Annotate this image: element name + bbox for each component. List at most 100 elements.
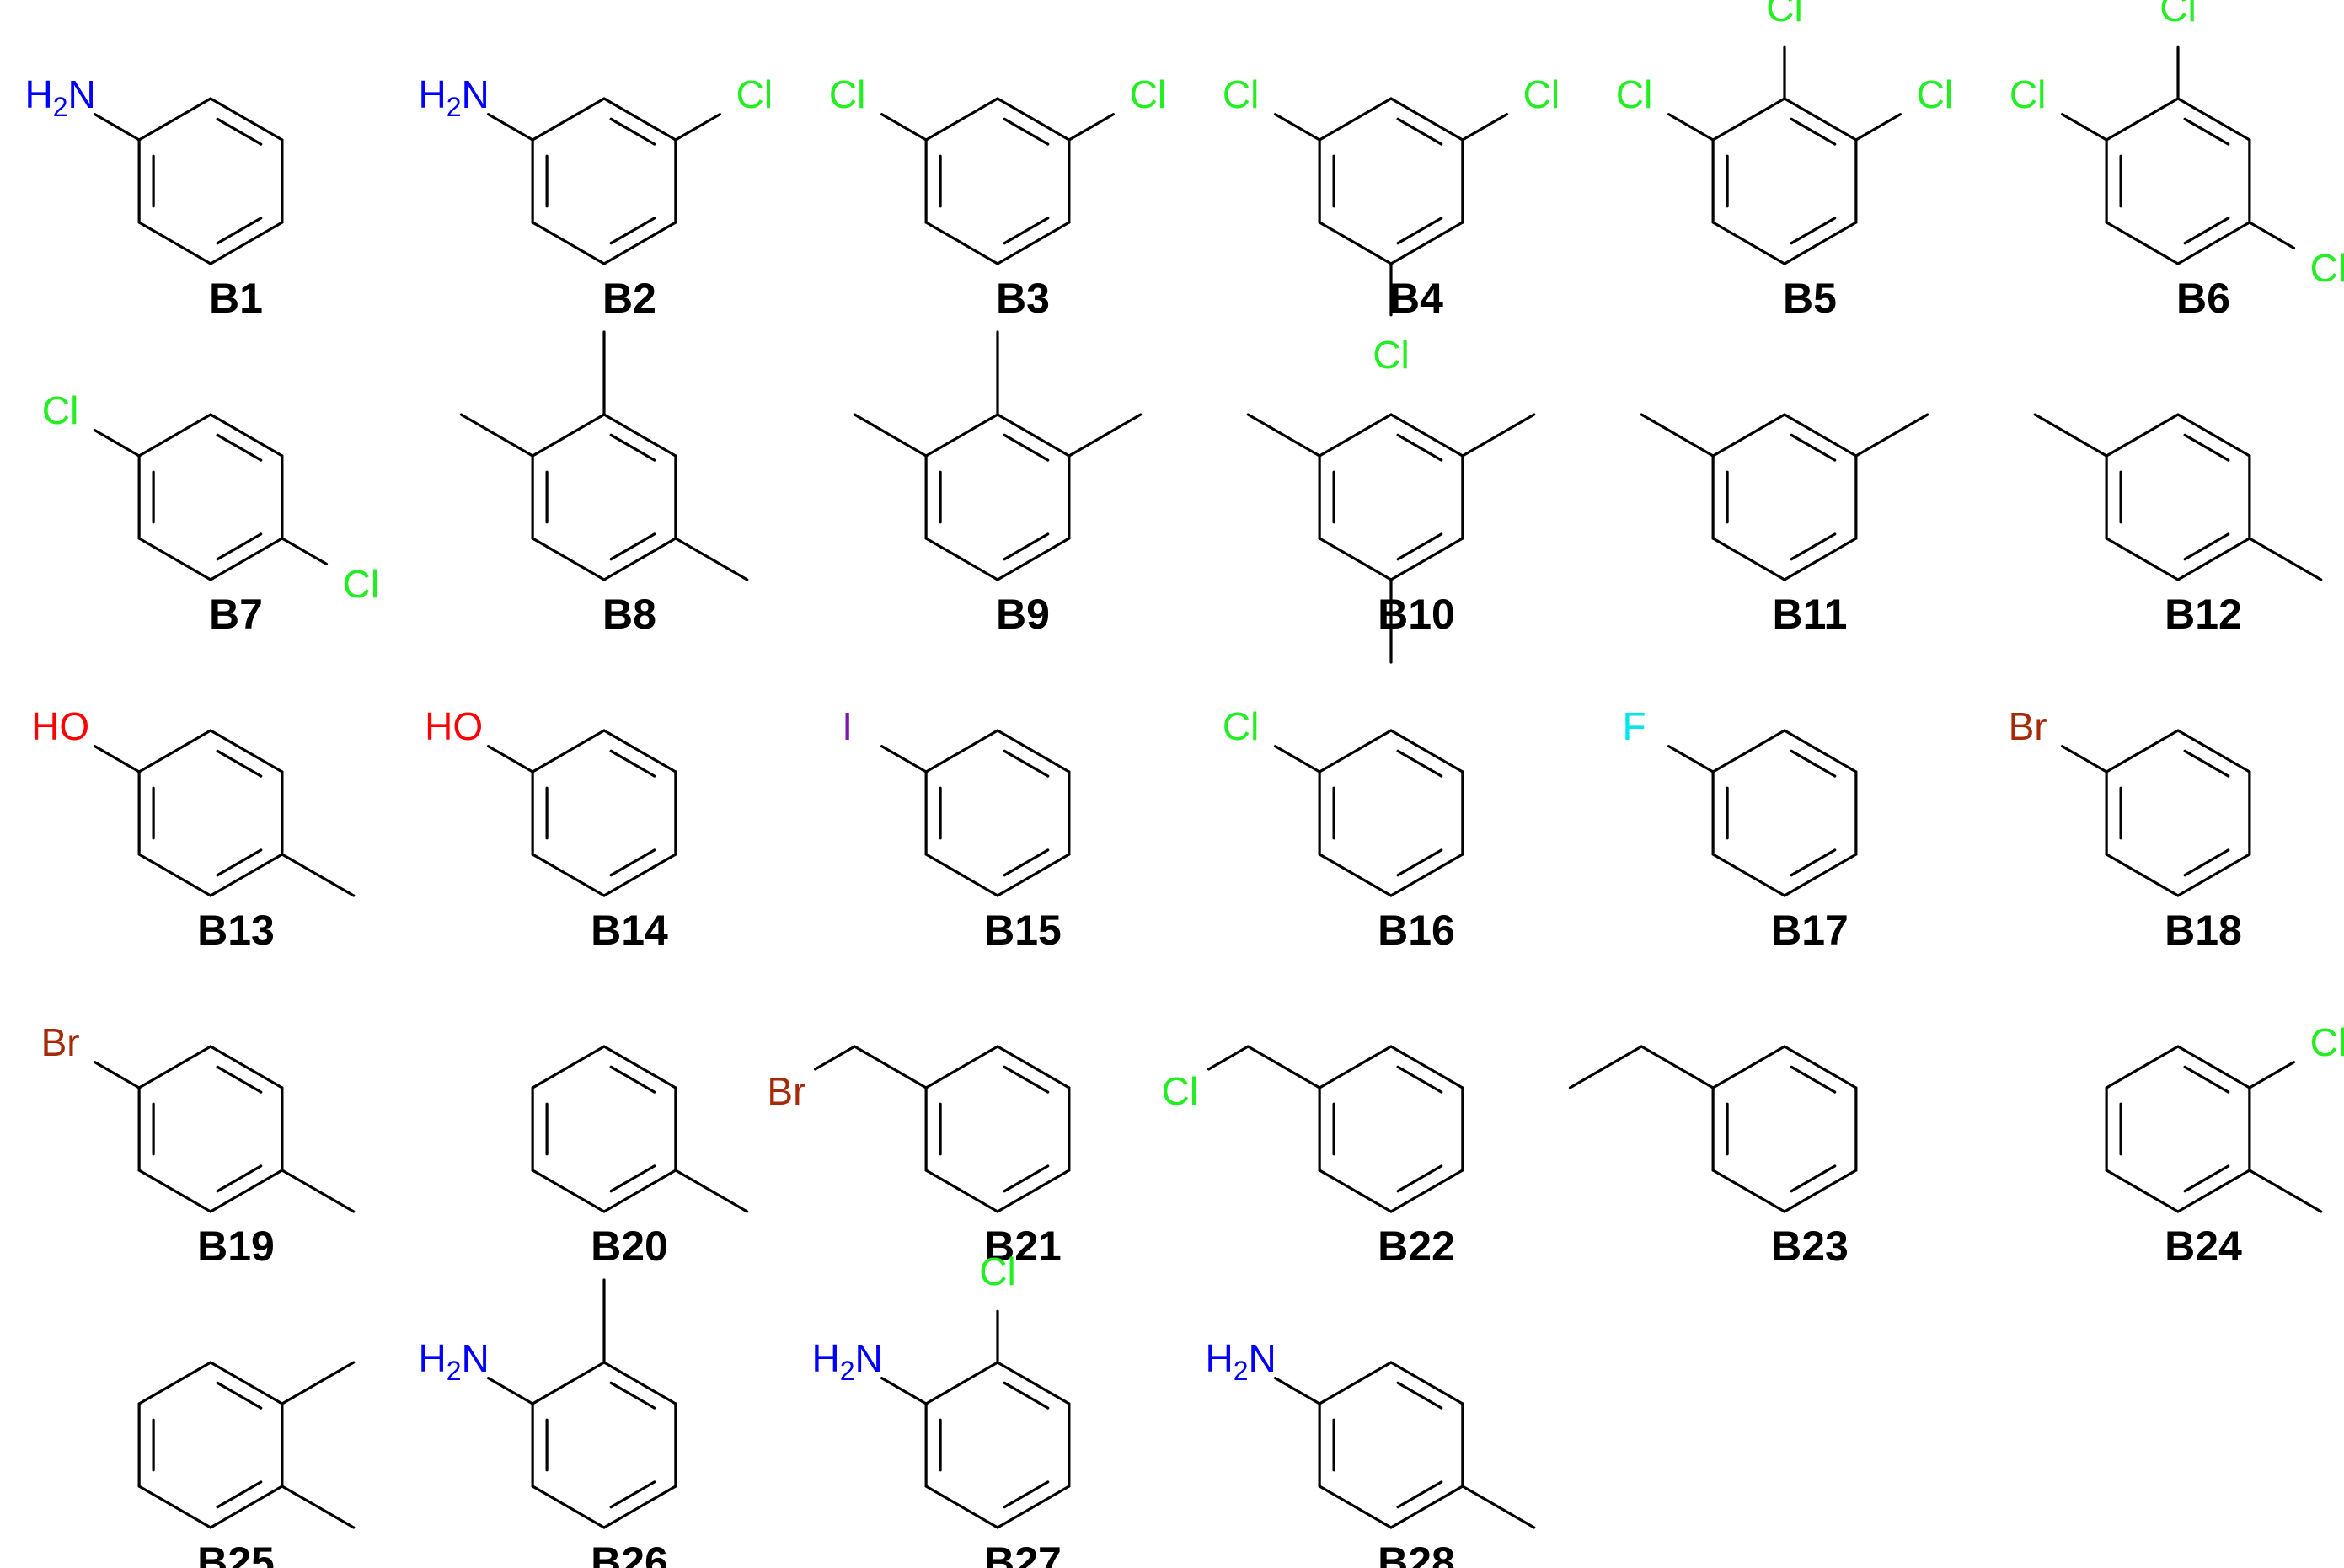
atom-label-cl: Cl	[1766, 0, 1802, 29]
ring-bond	[1711, 413, 1786, 458]
compound-label: B23	[1771, 1223, 1849, 1270]
ring-bond	[996, 1485, 1071, 1529]
ring-bond	[209, 97, 284, 142]
substituent-bond	[813, 1045, 856, 1071]
ring-bond	[137, 729, 212, 773]
double-bond	[609, 848, 656, 877]
methyl-bond	[281, 1169, 356, 1213]
compound-label: B26	[591, 1539, 668, 1568]
ring-bond	[137, 1361, 212, 1405]
double-bond	[2183, 217, 2230, 245]
ring-bond	[602, 1169, 677, 1213]
ring-bond	[996, 729, 1071, 773]
atom-label-cl: Cl	[1373, 333, 1409, 377]
substituent-bond	[1273, 745, 1321, 773]
ring-bond	[996, 413, 1071, 458]
double-bond	[2183, 117, 2230, 146]
double-bond	[1396, 1164, 1443, 1193]
ring-bond	[996, 221, 1071, 265]
atom-label-cl: Cl	[343, 562, 379, 606]
ring-bond	[2176, 1045, 2251, 1089]
atom-label-cl: Cl	[1130, 72, 1166, 116]
compound-label: B25	[197, 1539, 275, 1568]
double-bond	[1003, 749, 1050, 778]
atom-label-o: HO	[425, 704, 483, 748]
compound-label: B1	[209, 275, 263, 322]
ring-bond	[602, 1361, 677, 1405]
ring-bond	[531, 1485, 606, 1529]
substituent-bond	[93, 745, 141, 773]
ring-bond	[1318, 1169, 1393, 1213]
ring-bond	[1711, 1169, 1786, 1213]
substituent-bond	[2248, 1061, 2296, 1089]
ring-bond	[137, 221, 212, 265]
methyl-bond	[1640, 413, 1715, 458]
methyl-bond	[1854, 413, 1929, 458]
double-bond	[1003, 532, 1050, 561]
substituent-bond	[2060, 745, 2108, 773]
methyl-bond	[281, 853, 356, 897]
ring-bond	[1389, 1169, 1464, 1213]
substituent-bond	[1854, 113, 1902, 142]
ring-bond	[209, 1485, 284, 1529]
ring-bond	[924, 729, 999, 773]
atom-label-cl: Cl	[42, 388, 78, 432]
double-bond	[1003, 1480, 1050, 1509]
compound-b25: B25	[137, 1361, 356, 1568]
ring-bond	[2176, 537, 2251, 581]
double-bond	[2183, 532, 2230, 561]
double-bond	[1396, 1065, 1443, 1094]
double-bond	[609, 1065, 656, 1094]
ring-bond	[531, 1045, 606, 1089]
methyl-bond	[1461, 1485, 1536, 1529]
substituent-bond	[2060, 113, 2108, 142]
methyl-bond	[674, 1169, 749, 1213]
double-bond	[216, 749, 263, 778]
atom-label-cl: Cl	[2159, 0, 2196, 29]
ring-bond	[137, 853, 212, 897]
double-bond	[1396, 1480, 1443, 1509]
ring-bond	[209, 221, 284, 265]
substituent-bond	[1640, 1045, 1715, 1089]
methyl-bond	[2248, 1169, 2323, 1213]
ring-bond	[1318, 853, 1393, 897]
compound-label: B4	[1389, 275, 1443, 322]
double-bond	[1003, 217, 1050, 245]
compound-label: B3	[996, 275, 1050, 322]
ring-bond	[2105, 729, 2180, 773]
substituent-bond	[1667, 113, 1715, 142]
ring-bond	[996, 1169, 1071, 1213]
ring-bond	[1711, 97, 1786, 142]
ring-bond	[602, 1485, 677, 1529]
double-bond	[2183, 433, 2230, 462]
methyl-bond	[2248, 537, 2323, 581]
atom-label-br: Br	[767, 1069, 805, 1113]
substituent-bond	[1273, 113, 1321, 142]
double-bond	[609, 217, 656, 245]
atom-label-cl: Cl	[2310, 246, 2344, 290]
compound-label: B17	[1771, 907, 1849, 954]
ring-bond	[2105, 537, 2180, 581]
atom-label-br: Br	[41, 1020, 80, 1064]
compound-label: B9	[996, 591, 1050, 638]
substituent-bond	[880, 113, 928, 142]
double-bond	[1396, 848, 1443, 877]
ring-bond	[996, 97, 1071, 142]
ring-bond	[996, 853, 1071, 897]
double-bond	[2183, 848, 2230, 877]
compound-label: B15	[984, 907, 1062, 954]
ring-bond	[1783, 97, 1858, 142]
ring-bond	[1711, 1045, 1786, 1089]
ring-bond	[2176, 853, 2251, 897]
ring-bond	[602, 1045, 677, 1089]
ring-bond	[924, 97, 999, 142]
compound-label: B24	[2165, 1223, 2242, 1270]
ring-bond	[2176, 413, 2251, 458]
ring-bond	[1389, 1045, 1464, 1089]
ring-bond	[137, 1169, 212, 1213]
atom-label-cl: Cl	[2010, 72, 2046, 116]
ring-bond	[996, 537, 1071, 581]
ring-bond	[531, 853, 606, 897]
